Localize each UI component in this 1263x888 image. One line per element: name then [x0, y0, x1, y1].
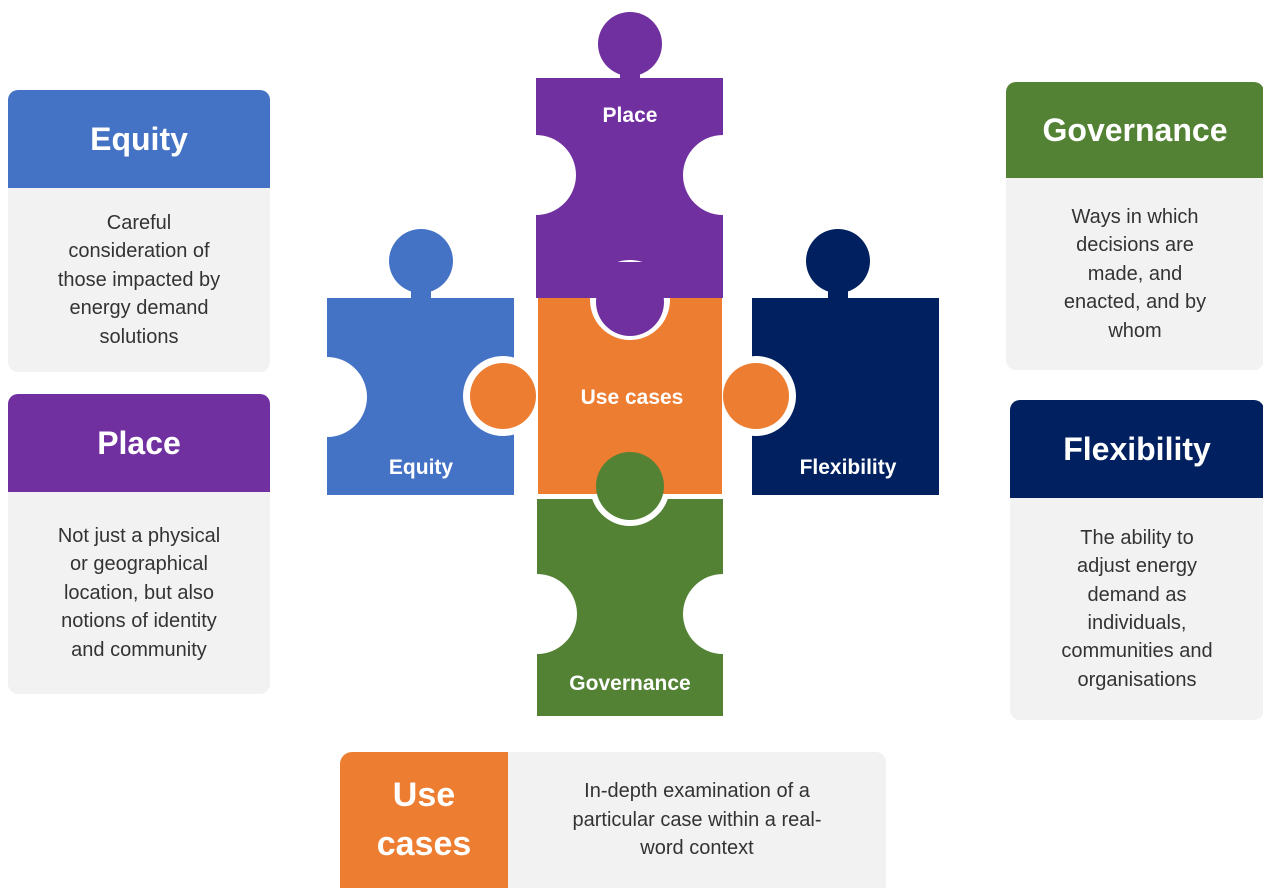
description-line: adjust energy [1076, 555, 1198, 578]
place-card-title: Place [8, 394, 270, 492]
description-line: notions of identity [61, 610, 217, 633]
description-line: and community [71, 638, 207, 661]
description-line: The ability to [1080, 526, 1194, 549]
description-line: Not just a physical [57, 525, 221, 548]
description-line: whom [1108, 319, 1162, 342]
puzzle-label-flexibility: Flexibility [800, 456, 897, 479]
description-line: Careful [106, 212, 172, 235]
governance-card-title: Governance [1006, 82, 1263, 178]
puzzle-piece-governance: Governance [497, 498, 763, 716]
place-card: Place Not just a physical or geographica… [8, 394, 270, 694]
place-card-description: Not just a physical or geographical loca… [8, 492, 270, 694]
puzzle-label-equity: Equity [389, 456, 453, 479]
equity-card-title: Equity [8, 90, 270, 188]
governance-card-description: Ways in which decisions are made, and en… [1006, 178, 1263, 370]
puzzle-label-governance: Governance [569, 672, 690, 695]
use-cases-card: Use cases In-depth examination of a part… [340, 752, 886, 888]
puzzle-piece-equity: Equity [287, 229, 514, 495]
description-line: made, and [1087, 262, 1183, 285]
description-line: consideration of [68, 240, 210, 263]
flexibility-card-title: Flexibility [1010, 400, 1263, 498]
equity-card: Equity Careful consideration of those im… [8, 90, 270, 372]
puzzle-label-place: Place [603, 104, 658, 127]
description-line: enacted, and by [1063, 291, 1207, 314]
puzzle-label-use-cases: Use cases [581, 386, 684, 409]
puzzle-piece-flexibility: Flexibility [752, 229, 939, 495]
description-line: decisions are [1076, 234, 1194, 257]
description-line: demand as [1087, 583, 1187, 606]
description-line: or geographical [70, 553, 208, 576]
description-line: In-depth examination of a [584, 780, 810, 803]
description-line: solutions [99, 325, 179, 348]
description-line: particular case within a real- [572, 808, 822, 831]
title-line: Use [392, 775, 456, 814]
use-cases-card-title: Use cases [340, 752, 508, 888]
equity-card-description: Careful consideration of those impacted … [8, 188, 270, 372]
description-line: Ways in which [1071, 206, 1199, 229]
use-cases-card-description: In-depth examination of a particular cas… [508, 752, 886, 888]
description-line: organisations [1077, 668, 1197, 691]
title-line: cases [376, 825, 472, 863]
description-line: those impacted by [57, 268, 221, 291]
flexibility-card-description: The ability to adjust energy demand as i… [1010, 498, 1263, 720]
description-line: word context [640, 837, 754, 860]
flexibility-card: Flexibility The ability to adjust energy… [1010, 400, 1263, 720]
governance-card: Governance Ways in which decisions are m… [1006, 82, 1263, 370]
description-line: individuals, [1087, 612, 1187, 634]
puzzle-piece-use-cases: Use cases [463, 260, 796, 526]
description-line: communities and [1061, 640, 1213, 663]
description-line: location, but also [63, 581, 215, 604]
description-line: energy demand [69, 297, 209, 320]
